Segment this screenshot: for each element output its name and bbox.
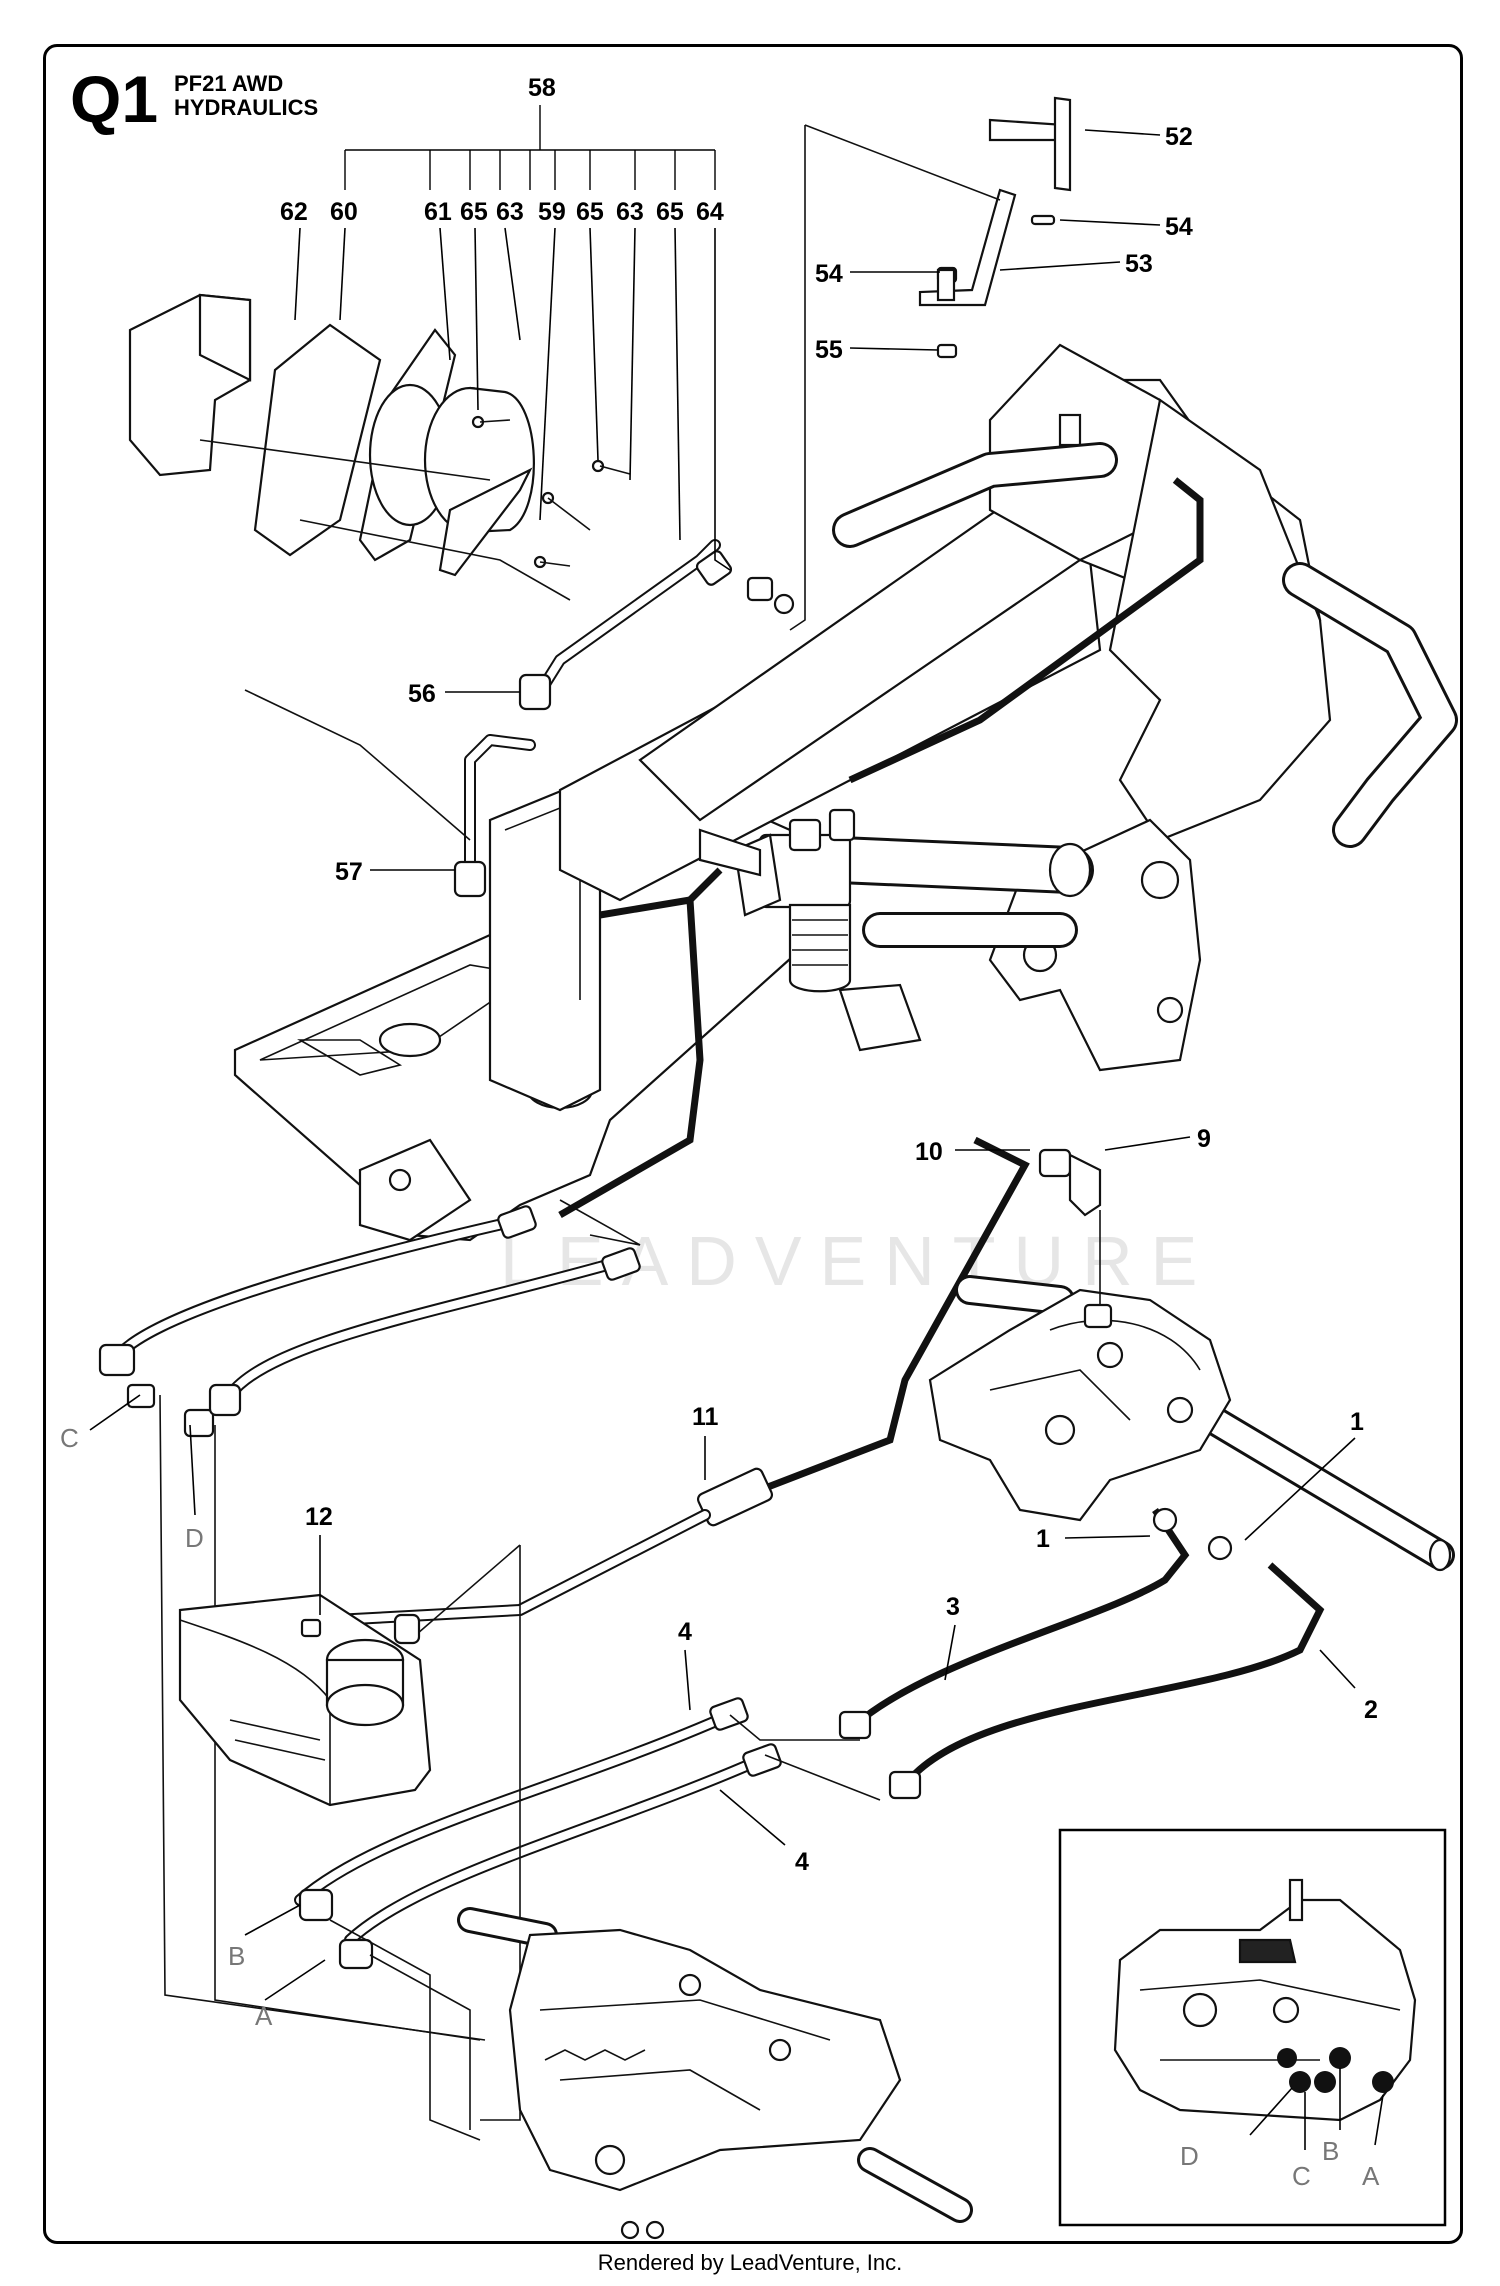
inset-label-c: C [1292, 2161, 1311, 2191]
callout-12: 12 [305, 1503, 333, 1531]
callout-63: 63 [616, 198, 644, 226]
title-model: PF21 AWD [174, 71, 284, 96]
callout-11: 11 [692, 1403, 719, 1431]
callout-54: 54 [815, 260, 843, 288]
callout-53: 53 [1125, 250, 1153, 278]
port-detail-inset [1058, 1828, 1447, 2227]
front-transaxle [457, 1907, 973, 2240]
callout-56: 56 [408, 680, 436, 708]
inset-label-d: D [1180, 2141, 1199, 2171]
callout-65: 65 [460, 198, 488, 226]
callout-1: 1 [1350, 1408, 1364, 1436]
inset-label-a: A [1362, 2161, 1380, 2191]
diagram-frame [43, 44, 1463, 2244]
callout-leaders [89, 105, 1356, 2001]
hose-bracket-assembly [918, 96, 1072, 359]
callout-57: 57 [335, 858, 363, 886]
diagram-title: PF21 AWD HYDRAULICS [174, 72, 318, 120]
port-labels: C D B A D C B A [60, 1423, 1380, 2191]
callout-58: 58 [528, 74, 556, 102]
port-label-a: A [255, 2001, 273, 2031]
hydraulic-lines [98, 124, 1325, 2141]
oil-cooler-assembly [128, 293, 631, 601]
callout-54: 54 [1165, 213, 1193, 241]
port-label-b: B [228, 1941, 245, 1971]
callout-61: 61 [424, 198, 452, 226]
callout-52: 52 [1165, 123, 1193, 151]
callout-60: 60 [330, 198, 358, 226]
callout-65: 65 [576, 198, 604, 226]
hydraulic-reservoir [178, 1593, 432, 1807]
inset-label-b: B [1322, 2136, 1339, 2166]
callout-55: 55 [815, 336, 843, 364]
callout-numbers: 58 62 60 61 65 63 59 65 63 65 64 52 54 5… [280, 74, 1378, 1876]
callout-2: 2 [1364, 1696, 1378, 1724]
page-code: Q1 [70, 62, 159, 136]
callout-64: 64 [696, 198, 724, 226]
callout-3: 3 [946, 1593, 960, 1621]
footer-credit: Rendered by LeadVenture, Inc. [597, 2250, 903, 2275]
callout-1: 1 [1036, 1525, 1050, 1553]
callout-4: 4 [678, 1618, 692, 1646]
rear-transaxle [928, 1210, 1455, 1572]
callout-10: 10 [915, 1138, 943, 1166]
port-label-d: D [185, 1523, 204, 1553]
callout-9: 9 [1197, 1125, 1211, 1153]
port-label-c: C [60, 1423, 79, 1453]
callout-63: 63 [496, 198, 524, 226]
callout-62: 62 [280, 198, 308, 226]
callout-65: 65 [656, 198, 684, 226]
callout-4: 4 [795, 1848, 809, 1876]
title-section: HYDRAULICS [174, 95, 319, 120]
control-valve-assembly [698, 808, 856, 993]
callout-59: 59 [538, 198, 566, 226]
